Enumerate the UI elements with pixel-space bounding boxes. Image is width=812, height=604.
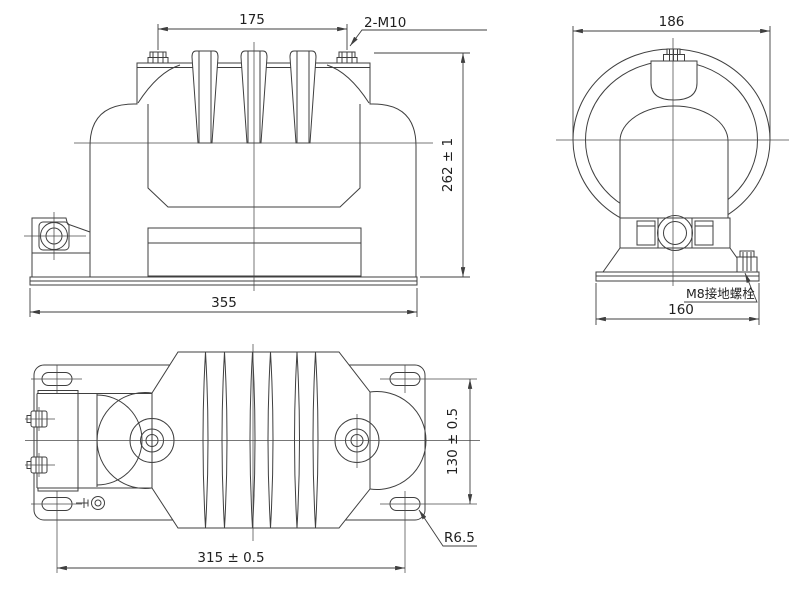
plan-slot-bottom-left (31, 491, 82, 573)
dim-side-base-width-label: 160 (668, 302, 694, 318)
side-terminal-pocket (650, 60, 698, 101)
callout-ground-bolt: M8接地螺栓 (684, 272, 758, 303)
plan-body-outline (151, 351, 371, 529)
side-core-window (619, 105, 729, 219)
dim-front-base-width: 355 (29, 288, 418, 317)
callout-slot-radius: R6.5 (418, 509, 477, 547)
plan-side-bolt-upper (25, 407, 55, 431)
front-bracket (31, 217, 91, 254)
front-terminal-bolt-right (336, 51, 358, 64)
dim-body-diameter-label: 186 (659, 14, 685, 30)
plan-shed-edges (202, 351, 319, 529)
callout-ground-bolt-label: M8接地螺栓 (686, 286, 755, 301)
dim-overall-height-label: 262 ± 1 (440, 138, 456, 192)
dim-hole-pitch-transverse-label: 130 ± 0.5 (445, 408, 461, 475)
callout-terminal-bolts-label: 2-M10 (364, 15, 406, 31)
plan-view: 130 ± 0.5 315 ± 0.5 R6.5 (25, 344, 480, 573)
dim-front-base-width-label: 355 (211, 295, 237, 311)
dim-body-diameter: 186 (572, 14, 771, 140)
side-view: 186 M8接地螺栓 160 (556, 14, 789, 325)
dim-overall-height: 262 ± 1 (374, 52, 470, 278)
dim-hole-pitch-transverse: 130 ± 0.5 (445, 379, 473, 504)
dim-hole-pitch-longitudinal-label: 315 ± 0.5 (197, 550, 264, 566)
callout-slot-radius-label: R6.5 (444, 530, 475, 546)
dim-side-base-width: 160 (595, 283, 760, 325)
front-view: 175 2-M10 262 ± 1 355 (24, 12, 487, 317)
front-fins (191, 50, 317, 144)
plan-slot-top-left (31, 365, 82, 393)
dim-terminal-pitch: 175 (157, 12, 348, 50)
front-terminal-bolt-left (147, 51, 169, 64)
plan-slot-top-right (380, 365, 477, 393)
side-ground-bolt (736, 250, 758, 273)
plan-ground-point (76, 496, 105, 510)
plan-slot-bottom-right (380, 491, 477, 573)
front-terminal-box (147, 227, 362, 277)
plan-side-bolt-lower (25, 453, 55, 477)
dim-hole-pitch-longitudinal: 315 ± 0.5 (57, 550, 405, 571)
callout-terminal-bolts: 2-M10 (349, 15, 487, 47)
side-clamp-hole (657, 215, 693, 251)
side-terminal-bolt (663, 48, 685, 62)
dim-terminal-pitch-label: 175 (239, 12, 265, 28)
